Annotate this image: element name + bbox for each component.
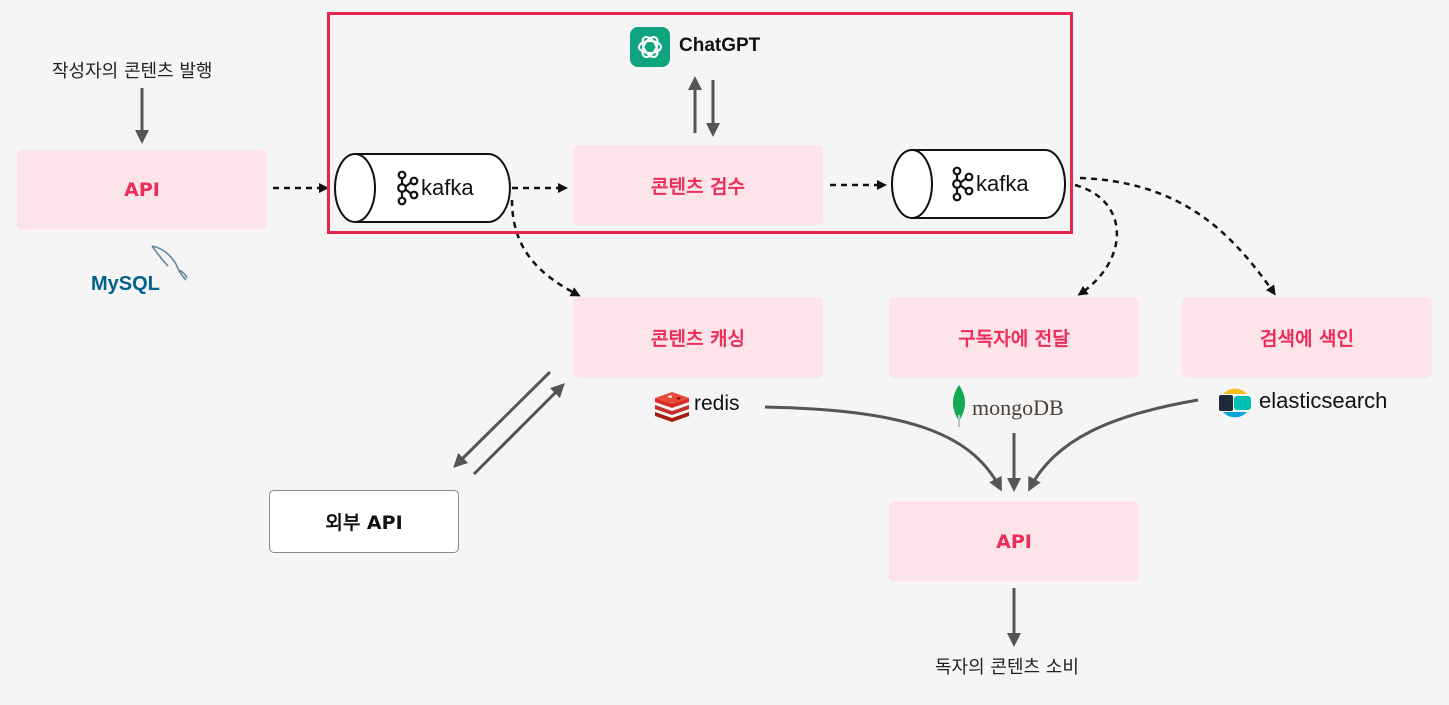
kafka-label-2: kafka [976,171,1029,196]
kafka-icon-1 [397,170,419,206]
mysql-icon [151,245,188,281]
api-out-label: API [996,530,1032,553]
deliver-subscribers-box: 구독자에 전달 [889,297,1139,378]
kafka-label-1: kafka [421,175,474,200]
chatgpt-icon [630,27,670,67]
redis-label: redis [694,392,740,415]
api-in-box: API [17,150,267,230]
deliver-subscribers-label: 구독자에 전달 [958,328,1070,350]
content-review-box: 콘텐츠 검수 [573,145,823,225]
arrow-redis-to-api [764,405,1002,492]
external-api-box: 외부 API [269,490,459,553]
search-index-label: 검색에 색인 [1259,328,1354,350]
chatgpt-label: ChatGPT [679,35,761,56]
arrow-elastic-to-api [1028,398,1199,492]
arrow-kafka2-to-search [1079,176,1276,296]
kafka-cylinder-2 [891,149,1066,219]
top-caption: 작성자의 콘텐츠 발행 [52,61,213,82]
content-caching-box: 콘텐츠 캐싱 [573,297,823,378]
arrow-kafka2-to-subscribers [1074,183,1119,296]
content-review-label: 콘텐츠 검수 [650,175,745,198]
mongodb-label: mongoDB [972,395,1064,420]
elasticsearch-label: elasticsearch [1259,388,1388,413]
bottom-caption: 독자의 콘텐츠 소비 [935,657,1079,678]
arrow-caching-to-external [453,370,552,468]
api-in-label: API [124,179,160,201]
elasticsearch-icon [1219,388,1251,418]
arrow-external-to-caching [472,383,565,476]
kafka-icon-2 [952,166,974,202]
content-caching-label: 콘텐츠 캐싱 [650,328,745,350]
search-index-box: 검색에 색인 [1182,297,1432,378]
kafka-cylinder-1 [334,153,511,223]
mysql-label: MySQL [91,273,160,295]
redis-icon [655,392,689,422]
review-pipeline-highlight [327,12,1073,234]
external-api-label: 외부 API [325,512,403,534]
arrow-kafka1-to-caching [510,199,581,297]
mongodb-icon [952,385,966,427]
api-out-box: API [889,501,1139,582]
